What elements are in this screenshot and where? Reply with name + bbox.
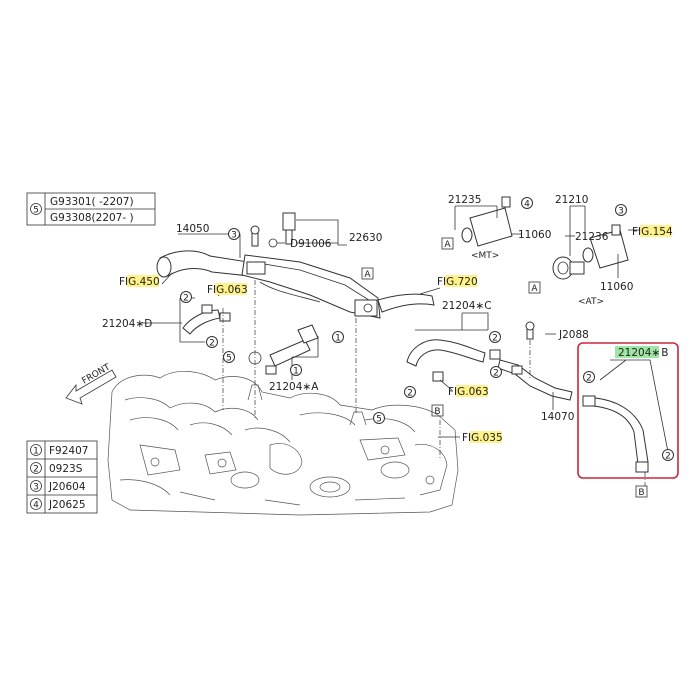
svg-text:FIG.035: FIG.035: [462, 432, 503, 444]
legend-code: J20604: [48, 481, 86, 493]
part-number-label: 21235: [448, 194, 481, 206]
hose-21204-B: [582, 395, 649, 473]
fig-ref-450[interactable]: FIG.450: [119, 275, 160, 288]
svg-text:FIG.450: FIG.450: [119, 276, 160, 288]
engine-block: [107, 371, 459, 516]
part-number-label: 14050: [176, 223, 209, 235]
svg-text:A: A: [444, 240, 451, 250]
legend-bottom: 1 2 3 4 F92407 0923S J20604 J20625: [26, 440, 98, 514]
circled-number: 5: [376, 415, 382, 425]
box-a: A: [361, 267, 374, 280]
circled-number: 2: [492, 334, 498, 344]
part-number-label: D91006: [290, 238, 332, 250]
circled-number: 2: [209, 339, 215, 349]
legend-top-row: G93308(2207- ): [50, 212, 134, 224]
legend-code: J20625: [48, 499, 86, 511]
part-number-label: 21236: [575, 231, 609, 243]
circled-number: 2: [586, 374, 592, 384]
part-number-label: 14070: [541, 411, 574, 423]
box-a: A: [528, 281, 541, 294]
circled-number: 2: [493, 369, 499, 379]
part-number-label: 11060: [518, 229, 551, 241]
housing-21210-at: [552, 224, 629, 280]
transmission-label: <AT>: [578, 297, 604, 307]
circled-callouts: 3 2 2 5 1 1 5 2 2 2 4 3 2 2: [180, 197, 674, 462]
svg-text:A: A: [364, 270, 371, 280]
circled-number: 2: [407, 389, 413, 399]
hose-21204-A: [248, 324, 319, 375]
legend-top: 5 G93301( -2207) G93308(2207- ): [26, 192, 156, 226]
hose-21204-D: [182, 304, 231, 335]
circled-number: 3: [618, 207, 624, 217]
fig-ref-154[interactable]: FIG.154: [632, 225, 673, 238]
part-number-label: 21204∗B: [618, 347, 668, 359]
legend-key: 4: [33, 501, 39, 511]
front-arrow: FRONT: [65, 362, 117, 405]
front-label: FRONT: [81, 362, 113, 386]
box-a: A: [441, 237, 454, 250]
circled-number: 2: [665, 452, 671, 462]
dashed-leaders: [222, 280, 646, 486]
svg-text:FIG.063: FIG.063: [207, 284, 248, 296]
part-number-label: 21204∗C: [442, 300, 492, 312]
box-b: B: [431, 404, 444, 417]
fig-ref-720[interactable]: FIG.720: [437, 275, 478, 288]
part-number-label: 22630: [349, 232, 382, 244]
housing-21235-mt: [461, 196, 513, 247]
hose-21204-C: [406, 339, 501, 382]
fig-ref-063-right[interactable]: FIG.063: [448, 385, 489, 398]
svg-text:A: A: [531, 284, 538, 294]
circled-number: 1: [293, 367, 299, 377]
circled-number: 3: [231, 231, 237, 241]
legend-key: 3: [33, 483, 39, 493]
callout-box-21204-B[interactable]: 21204∗B: [577, 342, 679, 479]
part-number-label: J2088: [558, 329, 589, 341]
part-number-label: 11060: [600, 281, 633, 293]
fig-ref-035[interactable]: FIG.035: [462, 431, 503, 444]
fig-ref-063-left[interactable]: FIG.063: [207, 283, 248, 296]
circled-number: 5: [226, 354, 232, 364]
legend-key: 2: [33, 465, 39, 475]
circled-number: 4: [524, 200, 530, 210]
part-number-label: 21210: [555, 194, 588, 206]
legend-code: 0923S: [49, 463, 83, 475]
coolant-pipe-14050: [156, 212, 435, 319]
legend-code: F92407: [49, 445, 88, 457]
svg-text:B: B: [638, 488, 644, 498]
legend-top-key: 5: [33, 206, 39, 216]
part-number-label: 21204∗D: [102, 318, 152, 330]
legend-key: 1: [33, 447, 39, 457]
pipe-14070: [497, 321, 573, 401]
circled-number: 1: [335, 334, 341, 344]
svg-text:FIG.063: FIG.063: [448, 386, 489, 398]
legend-top-row: G93301( -2207): [50, 196, 134, 208]
svg-text:FIG.154: FIG.154: [632, 226, 673, 238]
part-number-label: 21204∗A: [269, 381, 319, 393]
svg-text:B: B: [434, 407, 440, 417]
transmission-label: <MT>: [471, 251, 499, 261]
box-b: B: [635, 485, 648, 498]
circled-number: 2: [183, 294, 189, 304]
svg-text:FIG.720: FIG.720: [437, 276, 478, 288]
